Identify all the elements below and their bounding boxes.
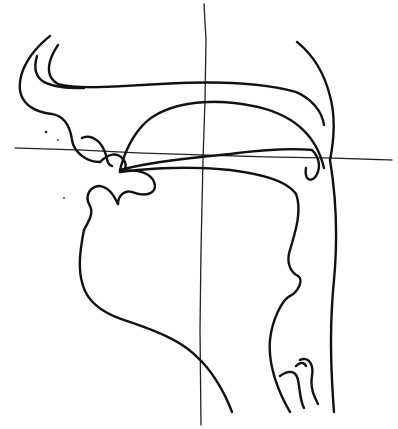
nasal-cavity-outline xyxy=(20,36,324,166)
scan-speck xyxy=(57,139,59,141)
lower-lip-contour xyxy=(118,170,155,204)
nose-outer-contour xyxy=(20,36,100,162)
nasal-passage-upper-contour xyxy=(49,45,324,125)
hard-palate-arc xyxy=(120,102,324,170)
scan-speck xyxy=(335,225,337,227)
tongue-tip-contour xyxy=(84,186,118,230)
vocal-fold-right xyxy=(300,359,318,404)
chin-contour xyxy=(80,230,232,412)
epiglottis-contour xyxy=(270,250,300,340)
oral-region-outline xyxy=(80,155,299,412)
scan-speck xyxy=(331,377,333,379)
velum-contour xyxy=(306,150,319,180)
posterior-pharynx-wall-lower xyxy=(330,160,336,412)
vocal-fold-tick xyxy=(296,363,306,366)
palate-and-velum-outline xyxy=(120,42,334,180)
scan-speck xyxy=(45,131,47,133)
scan-speck xyxy=(63,197,65,199)
pharynx-and-larynx-outline xyxy=(270,160,336,412)
palate-underside-contour xyxy=(120,149,312,170)
tongue-dorsum-contour xyxy=(120,168,298,250)
posterior-pharynx-wall-upper xyxy=(297,42,334,160)
